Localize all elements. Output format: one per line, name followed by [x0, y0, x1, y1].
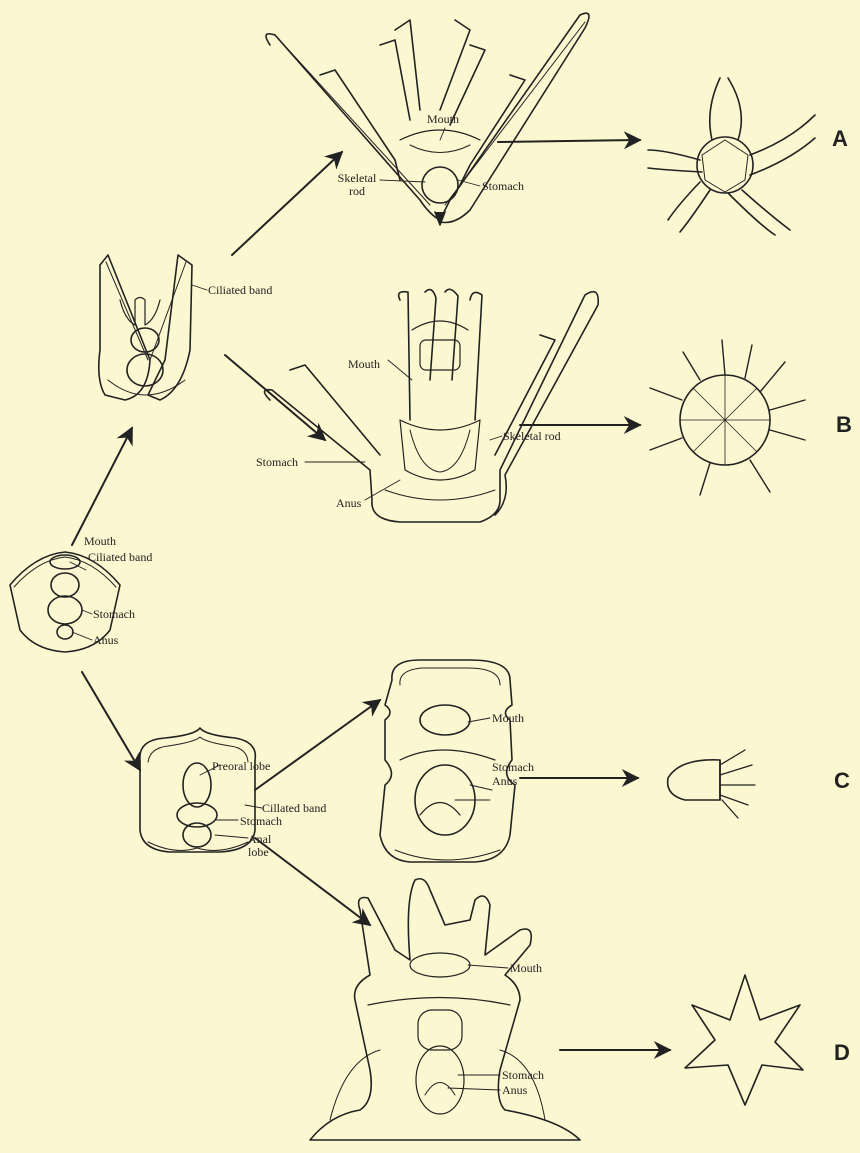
label-preoral-lobe: Preoral lobe: [212, 760, 270, 772]
panel-letter-d: D: [834, 1040, 850, 1066]
label-stomach-dipleurula: Stomach: [240, 815, 282, 827]
label-lobe: lobe: [248, 846, 269, 858]
sea-cucumber-adult: [668, 750, 755, 818]
label-skeletal-rod-b: Skeletal rod: [503, 430, 561, 442]
label-rod-a: rod: [335, 185, 379, 197]
panel-letter-c: C: [834, 768, 850, 794]
label-stomach-c: Stomach: [492, 761, 534, 773]
panel-letter-b: B: [836, 412, 852, 438]
label-stomach-d: Stomach: [502, 1069, 544, 1081]
label-mouth-early-larva: Mouth: [84, 535, 116, 547]
label-ciliated-band-early-pluteus: Ciliated band: [208, 284, 272, 296]
label-ciliated-band-early-larva: Ciliated band: [88, 551, 152, 563]
label-anus-early-larva: Anus: [93, 634, 118, 646]
sea-star-adult: [685, 975, 803, 1105]
label-mouth-a: Mouth: [427, 113, 459, 125]
dipleurula-larva: [140, 728, 255, 852]
label-ciliated-band-dipleurula: Cillated band: [262, 802, 326, 814]
echinopluteus-larva: [264, 289, 598, 522]
leader-lines: [70, 128, 508, 1090]
label-mouth-d: Mouth: [510, 962, 542, 974]
brittle-star-adult: [648, 78, 815, 235]
label-stomach-b: Stomach: [256, 456, 298, 468]
label-mouth-b: Mouth: [348, 358, 380, 370]
label-stomach-early-larva: Stomach: [93, 608, 135, 620]
early-pluteus: [99, 255, 192, 400]
label-anus-c: Anus: [492, 775, 517, 787]
development-arrows: [72, 140, 670, 1050]
label-anus-b: Anus: [336, 497, 361, 509]
label-skeletal-a: Skeletal: [335, 172, 379, 184]
label-mouth-c: Mouth: [492, 712, 524, 724]
sea-urchin-adult: [650, 340, 805, 495]
panel-letter-a: A: [832, 126, 848, 152]
label-anus-d: Anus: [502, 1084, 527, 1096]
label-stomach-a: Stomach: [482, 180, 524, 192]
bipinnaria-larva: [310, 879, 580, 1140]
label-anal: Anal: [248, 833, 271, 845]
